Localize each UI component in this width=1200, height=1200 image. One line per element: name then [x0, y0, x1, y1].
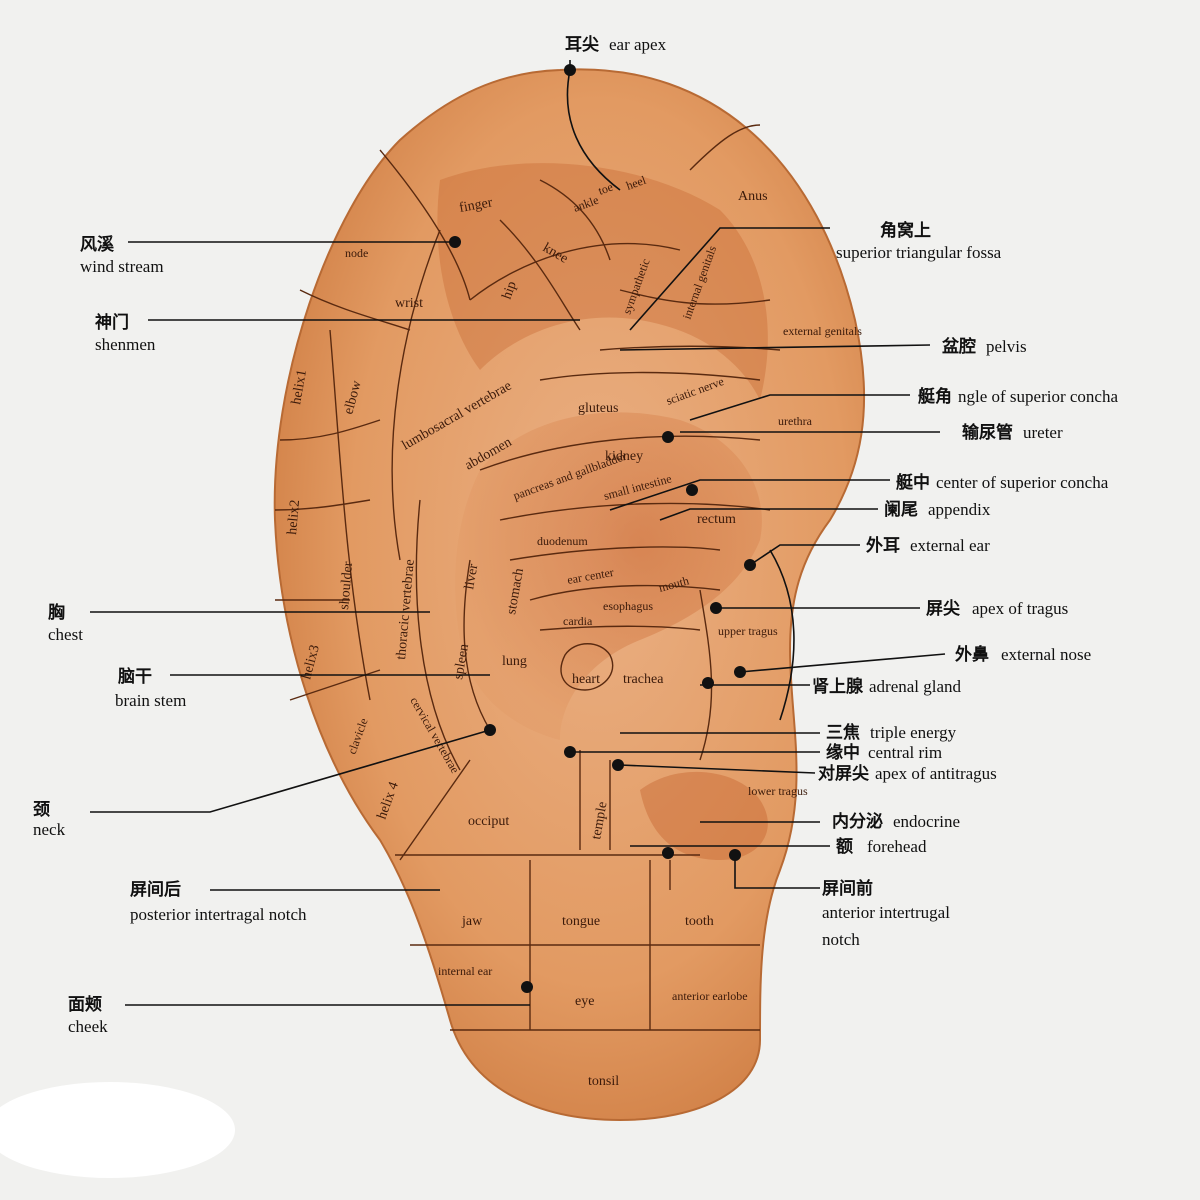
zone-spleen: spleen: [451, 643, 472, 681]
label-shenmen-zh: 神门: [95, 312, 129, 333]
label-anterior-notch-en: anterior intertrugal: [822, 903, 950, 922]
label-posterior-notch-en: posterior intertragal notch: [130, 905, 307, 924]
fossa-shadow: [437, 163, 768, 400]
zone-external-genitals: external genitals: [783, 324, 862, 338]
label-wind-stream-zh: 风溪: [80, 235, 115, 255]
label-cheek-zh: 面颊: [68, 994, 102, 1015]
zone-hip: hip: [500, 279, 520, 301]
label-chest-en: chest: [48, 625, 83, 644]
label-brain-stem-zh: 脑干: [118, 666, 152, 687]
zone-liver: liver: [462, 562, 481, 590]
label-center-sup-concha: 艇中 center of superior concha: [895, 472, 1109, 493]
zone-anus: Anus: [738, 189, 768, 204]
zone-wrist: wrist: [395, 296, 423, 311]
zone-internal-ear: internal ear: [438, 964, 492, 978]
antitragus-shadow: [640, 771, 768, 860]
label-neck-en: neck: [33, 820, 66, 839]
zone-anterior-earlobe: anterior earlobe: [672, 989, 748, 1003]
zone-gluteus: gluteus: [578, 401, 618, 416]
label-external-ear: 外耳 external ear: [866, 535, 990, 556]
zone-tongue: tongue: [562, 914, 600, 929]
zone-cardia: cardia: [563, 614, 593, 628]
label-angle-sup-concha: 艇角 ngle of superior concha: [917, 386, 1118, 407]
leader-lines: [90, 60, 946, 1006]
label-chest-zh: 胸: [48, 602, 65, 623]
left-labels: 耳尖 ear apex 风溪 wind stream 神门 shenmen 胸 …: [33, 34, 667, 1036]
zone-shoulder: shoulder: [337, 561, 356, 611]
label-triple-energy: 三焦 triple energy: [826, 722, 957, 743]
white-blob: [0, 1082, 235, 1178]
label-appendix: 阑尾 appendix: [884, 499, 991, 520]
label-wind-stream-en: wind stream: [80, 257, 164, 276]
label-shenmen-en: shenmen: [95, 335, 156, 354]
zone-helix2: helix2: [285, 499, 303, 535]
zone-esophagus: esophagus: [603, 599, 653, 613]
label-ureter: 输尿管 ureter: [962, 422, 1063, 443]
zone-upper-tragus: upper tragus: [718, 624, 778, 638]
zone-finger: finger: [458, 195, 494, 216]
zone-lung: lung: [502, 654, 527, 669]
zone-rectum: rectum: [697, 512, 736, 527]
zone-kidney: kidney: [605, 449, 643, 464]
right-labels: 角窝上 superior triangular fossa 盆腔 pelvis …: [812, 220, 1118, 949]
label-neck-zh: 颈: [33, 800, 50, 820]
label-anterior-notch-en2: notch: [822, 930, 860, 949]
zone-heel: heel: [624, 173, 648, 193]
zone-urethra: urethra: [778, 414, 813, 428]
zone-node: node: [345, 246, 368, 260]
zone-jaw: jaw: [461, 914, 483, 929]
label-posterior-notch-zh: 屏间后: [130, 879, 181, 900]
zone-tooth: tooth: [685, 914, 714, 929]
label-endocrine: 内分泌 endocrine: [832, 811, 960, 832]
zone-tonsil: tonsil: [588, 1074, 619, 1089]
zone-lower-tragus: lower tragus: [748, 784, 808, 798]
label-sup-tri-fossa-en: superior triangular fossa: [836, 243, 1002, 262]
label-forehead: 额 forehead: [836, 836, 927, 857]
zone-eye: eye: [575, 994, 594, 1009]
label-apex-tragus: 屏尖 apex of tragus: [926, 598, 1068, 619]
zone-temple: temple: [589, 801, 610, 841]
label-ear-apex: 耳尖 ear apex: [565, 34, 667, 55]
concha-shadow: [455, 412, 762, 740]
label-cheek-en: cheek: [68, 1017, 108, 1036]
zone-helix1: helix1: [289, 369, 310, 406]
label-brain-stem-en: brain stem: [115, 691, 186, 710]
zone-toe: toe: [596, 180, 615, 198]
label-external-nose: 外鼻 external nose: [955, 644, 1091, 665]
zone-heart: heart: [572, 672, 600, 687]
label-apex-antitragus: 对屏尖 apex of antitragus: [818, 763, 997, 784]
label-adrenal-gland: 肾上腺 adrenal gland: [812, 676, 962, 697]
label-anterior-notch-zh: 屏间前: [822, 878, 873, 899]
zone-duodenum: duodenum: [537, 534, 588, 548]
label-central-rim: 缘中 central rim: [826, 742, 942, 763]
zone-trachea: trachea: [623, 672, 664, 687]
zone-occiput: occiput: [468, 814, 509, 829]
label-pelvis: 盆腔 pelvis: [941, 336, 1027, 357]
label-sup-tri-fossa-zh: 角窝上: [880, 220, 931, 241]
